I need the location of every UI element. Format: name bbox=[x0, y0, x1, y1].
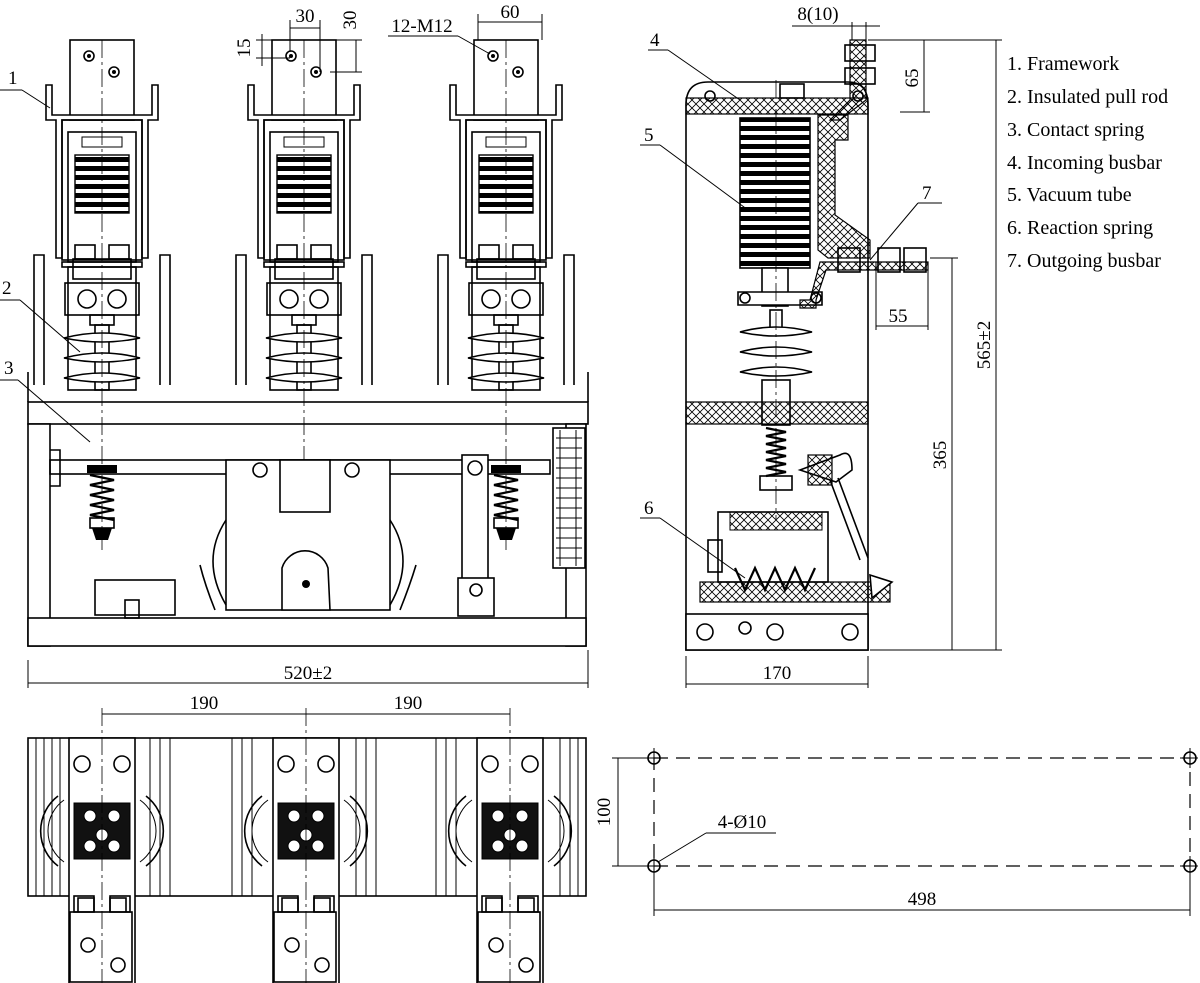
dim-pitch-b: 190 bbox=[394, 693, 423, 714]
legend-item-insulated-pull-rod: 2. Insulated pull rod bbox=[1007, 86, 1168, 108]
legend-item-outgoing-busbar: 7. Outgoing busbar bbox=[1007, 250, 1161, 272]
callout-7: 7 bbox=[922, 183, 932, 204]
hole-label: 4-Ø10 bbox=[718, 812, 767, 833]
side-view: 170 565±2 365 65 55 8(10) 4 5 6 7 bbox=[640, 4, 1002, 688]
dim-30-vertical: 30 bbox=[340, 11, 361, 30]
dim-65: 65 bbox=[902, 69, 923, 88]
front-view: 520±2 30 30 15 60 12-M12 1 2 3 bbox=[0, 2, 589, 688]
mounting-hole bbox=[1180, 748, 1198, 768]
callout-2: 2 bbox=[2, 278, 12, 299]
bolt-label: 12-M12 bbox=[391, 16, 452, 37]
operating-mechanism bbox=[94, 454, 495, 619]
dim-pitch-a: 190 bbox=[190, 693, 219, 714]
mounting-hole bbox=[1180, 856, 1198, 876]
dim-side-width: 170 bbox=[763, 663, 792, 684]
legend-item-contact-spring: 3. Contact spring bbox=[1007, 119, 1144, 141]
legend: 1. Framework 2. Insulated pull rod 3. Co… bbox=[1007, 53, 1168, 272]
terminal-strip bbox=[552, 427, 586, 569]
callout-3: 3 bbox=[4, 358, 14, 379]
top-view: 190 190 bbox=[27, 693, 587, 983]
mounting-hole bbox=[644, 748, 664, 768]
dim-8-10: 8(10) bbox=[797, 4, 838, 25]
dim-15: 15 bbox=[234, 39, 255, 58]
mounting-hole-pattern: 100 498 4-Ø10 bbox=[594, 748, 1198, 916]
callout-1: 1 bbox=[8, 68, 18, 89]
dim-hole-spacing-x: 498 bbox=[908, 889, 937, 910]
dim-60: 60 bbox=[501, 2, 520, 23]
mounting-hole bbox=[644, 856, 664, 876]
callout-4: 4 bbox=[650, 30, 660, 51]
callout-6: 6 bbox=[644, 498, 654, 519]
legend-item-reaction-spring: 6. Reaction spring bbox=[1007, 217, 1153, 239]
legend-item-incoming-busbar: 4. Incoming busbar bbox=[1007, 152, 1162, 174]
dim-365: 365 bbox=[930, 441, 951, 470]
callout-5: 5 bbox=[644, 125, 654, 146]
dim-front-width: 520±2 bbox=[284, 663, 332, 684]
dim-30-horizontal: 30 bbox=[296, 6, 315, 27]
dim-55: 55 bbox=[889, 306, 908, 327]
legend-item-framework: 1. Framework bbox=[1007, 53, 1119, 75]
dim-hole-spacing-y: 100 bbox=[594, 798, 615, 827]
legend-item-vacuum-tube: 5. Vacuum tube bbox=[1007, 184, 1132, 206]
dim-side-height: 565±2 bbox=[974, 321, 995, 369]
